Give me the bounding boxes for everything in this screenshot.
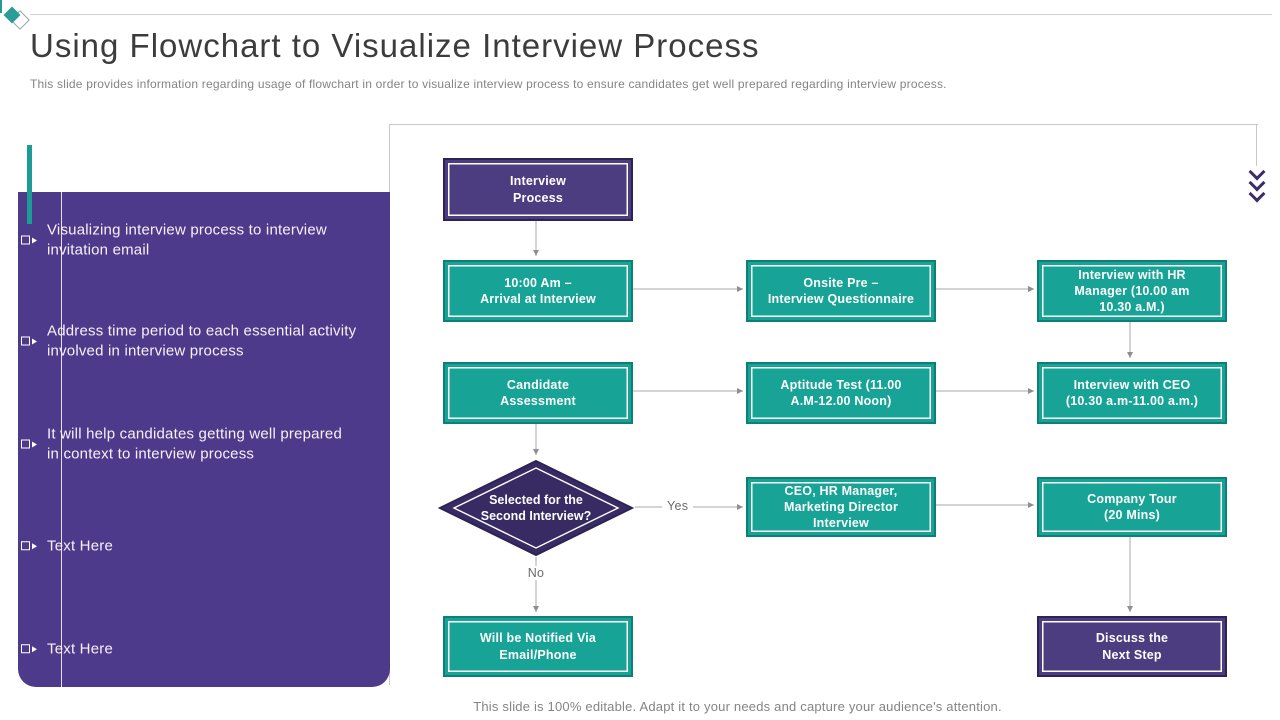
node-candidate-assessment: Candidate Assessment — [443, 362, 633, 424]
sidebar-panel — [18, 192, 390, 687]
decision-label: Selected for the Second Interview? — [480, 492, 592, 523]
node-notified-email-phone: Will be Notified Via Email/Phone — [443, 616, 633, 677]
arrow-right-icon — [32, 646, 37, 652]
square-bullet-icon — [21, 541, 30, 551]
node-decision-second-interview: Selected for the Second Interview? — [437, 459, 635, 557]
bullet-marker — [21, 541, 47, 551]
arrow-right-icon — [32, 543, 37, 549]
header-divider — [30, 14, 1272, 15]
sidebar-item: Address time period to each essential ac… — [21, 322, 366, 361]
sidebar-item-label: Text Here — [47, 640, 113, 658]
page-subtitle: This slide provides information regardin… — [30, 77, 947, 91]
square-bullet-icon — [21, 235, 30, 245]
sidebar-item: Text Here — [21, 536, 366, 556]
bullet-marker — [21, 644, 47, 654]
bullet-marker — [21, 439, 47, 449]
node-onsite-questionnaire: Onsite Pre – Interview Questionnaire — [746, 260, 936, 322]
square-bullet-icon — [21, 644, 30, 654]
node-hr-manager-interview: Interview with HR Manager (10.00 am 10.3… — [1037, 260, 1227, 322]
edge-label-yes: Yes — [662, 499, 694, 513]
square-bullet-icon — [21, 439, 30, 449]
bullet-marker — [21, 235, 47, 245]
arrow-right-icon — [32, 237, 37, 243]
node-discuss-next-step: Discuss the Next Step — [1037, 616, 1227, 677]
sidebar-guide-line — [61, 192, 62, 687]
node-company-tour: Company Tour (20 Mins) — [1037, 477, 1227, 537]
arrow-right-icon — [32, 441, 37, 447]
page-title: Using Flowchart to Visualize Interview P… — [30, 27, 760, 64]
teal-accent-bar — [27, 145, 32, 224]
corner-accent-tick — [0, 0, 2, 13]
sidebar-item: Text Here — [21, 639, 366, 659]
square-bullet-icon — [21, 336, 30, 346]
footer-note: This slide is 100% editable. Adapt it to… — [473, 699, 1002, 714]
node-interview-process: Interview Process — [443, 158, 633, 221]
sidebar-item: Visualizing interview process to intervi… — [21, 221, 366, 260]
sidebar-item: It will help candidates getting well pre… — [21, 425, 366, 464]
arrow-right-icon — [32, 338, 37, 344]
node-panel-interview: CEO, HR Manager, Marketing Director Inte… — [746, 477, 936, 537]
node-aptitude-test: Aptitude Test (11.00 A.M-12.00 Noon) — [746, 362, 936, 424]
node-ceo-interview: Interview with CEO (10.30 a.m-11.00 a.m.… — [1037, 362, 1227, 424]
edge-label-no: No — [522, 566, 550, 580]
node-arrival: 10:00 Am – Arrival at Interview — [443, 260, 633, 322]
decision-diamond-shape — [437, 459, 635, 557]
sidebar-item-label: It will help candidates getting well pre… — [47, 425, 343, 463]
sidebar-item-label: Address time period to each essential ac… — [47, 322, 357, 360]
sidebar-item-label: Visualizing interview process to intervi… — [47, 221, 327, 259]
flowchart-frame-right-edge — [1256, 124, 1257, 166]
bullet-marker — [21, 336, 47, 346]
sidebar-item-label: Text Here — [47, 537, 113, 555]
